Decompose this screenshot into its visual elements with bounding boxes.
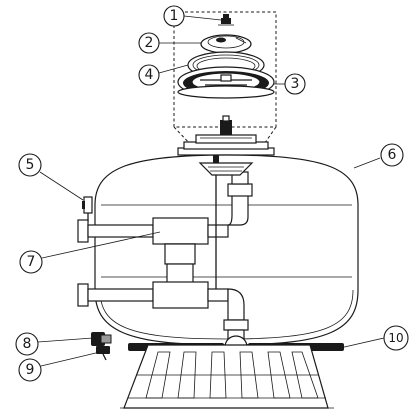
callout-1: 1: [163, 5, 185, 27]
callout-1-label: 1: [170, 8, 179, 24]
callout-5-label: 5: [26, 157, 35, 173]
callout-3-label: 3: [291, 76, 300, 92]
callout-8-label: 8: [23, 336, 32, 352]
callout-7: 7: [19, 250, 43, 274]
callout-9: 9: [18, 358, 42, 382]
lid-flange-part: [177, 66, 275, 99]
callout-4-label: 4: [145, 67, 154, 83]
callout-leaders: [37, 15, 385, 367]
callout-8: 8: [15, 332, 39, 356]
callout-6: 6: [380, 143, 404, 167]
callout-7-label: 7: [27, 254, 36, 270]
callout-10-label: 10: [388, 331, 403, 345]
drain-valve: [91, 332, 112, 361]
tank-top-lid: [177, 115, 275, 156]
callout-3: 3: [284, 73, 306, 95]
lid-screw-part: [218, 14, 234, 26]
top-distributor: [198, 155, 254, 300]
callout-5: 5: [18, 153, 42, 177]
callout-9-label: 9: [26, 362, 35, 378]
lid-cap-part: [200, 34, 252, 54]
callout-6-label: 6: [388, 147, 397, 163]
tank-base-stand: [120, 344, 334, 409]
pressure-gauge: [82, 196, 93, 222]
tank-body: [94, 154, 359, 346]
callout-2: 2: [138, 32, 160, 54]
callout-10: 10: [383, 325, 409, 351]
callout-2-label: 2: [145, 35, 154, 51]
callout-4: 4: [138, 64, 160, 86]
